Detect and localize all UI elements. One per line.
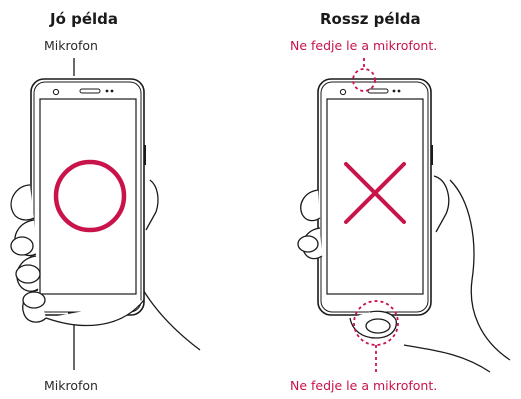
bottom-warning-text: Ne fedje le a mikrofont. [290,378,438,393]
top-microphone-label: Mikrofon [44,38,98,53]
bad-example-group [297,58,511,373]
bottom-mic-highlight [353,300,399,346]
bad-example-title: Rossz példa [320,10,421,28]
bottom-microphone-label: Mikrofon [44,378,98,393]
left-sensor-2 [110,89,114,93]
right-hand [297,175,450,339]
left-hand [10,179,159,327]
circle-icon [53,159,127,233]
cross-icon [344,162,406,224]
right-wrist [403,344,491,373]
top-mic-highlight [352,68,376,92]
left-sensor-1 [105,89,109,93]
top-warning-text: Ne fedje le a mikrofont. [290,38,438,53]
good-example-group [10,58,201,370]
right-front-camera [339,88,347,96]
right-sensor-1 [392,89,396,93]
good-example-title: Jó példa [50,10,119,28]
left-front-camera [52,88,60,96]
right-arm [449,179,511,361]
right-phone-screen [326,98,424,295]
left-earpiece [79,88,101,94]
right-sensor-2 [397,89,401,93]
